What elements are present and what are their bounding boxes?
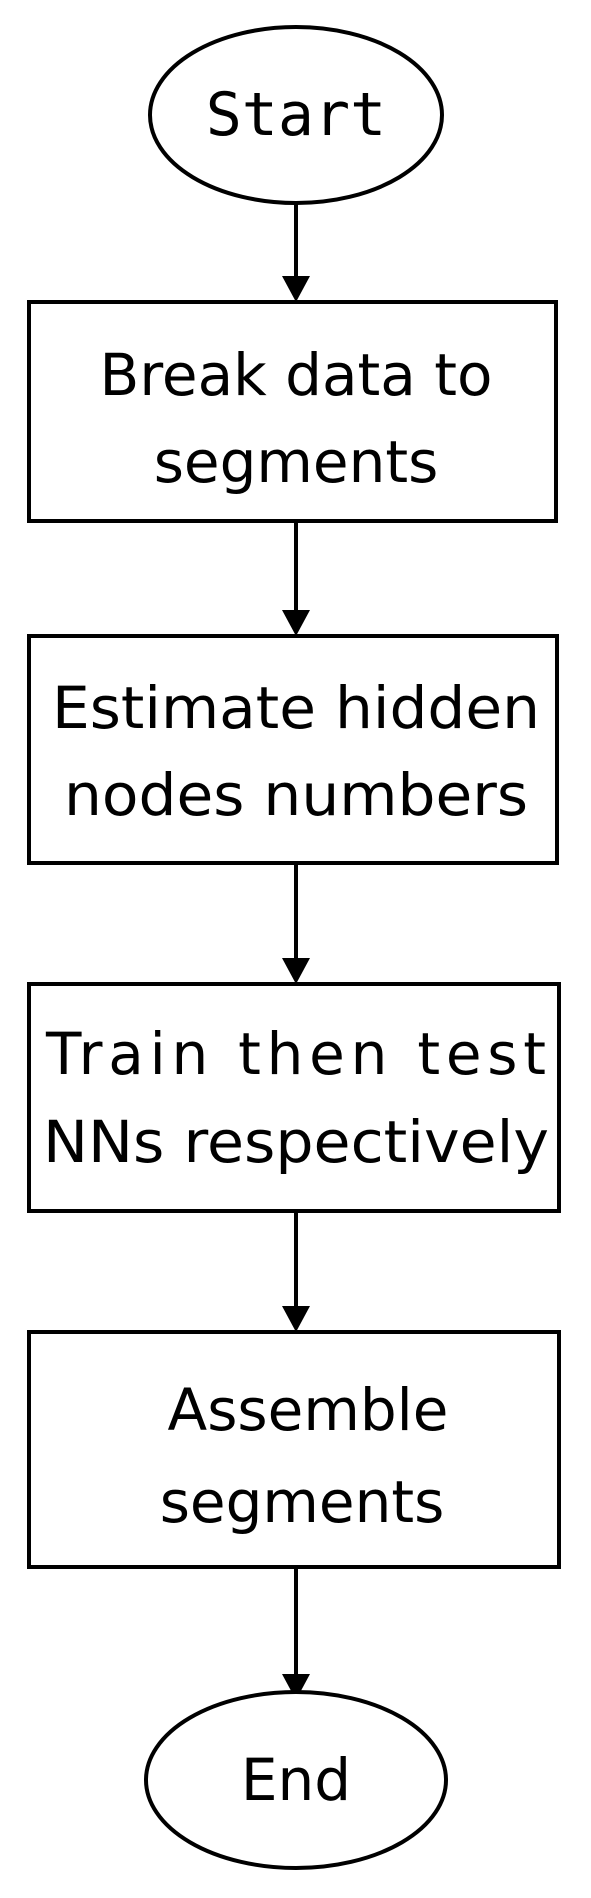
train-test-box	[27, 982, 561, 1213]
train-test-node: Train then test NNs respectively	[27, 982, 561, 1213]
estimate-hidden-nodes-node: Estimate hidden nodes numbers	[27, 634, 559, 865]
assemble-segments-box	[27, 1330, 561, 1569]
connector-start-to-break	[282, 204, 310, 302]
train-test-label-line-2: NNs respectively	[43, 1108, 549, 1176]
connector-train-to-assemble	[282, 1210, 310, 1332]
train-test-label-line-1: Train then test	[45, 1020, 546, 1088]
assemble-segments-label-line-2: segments	[160, 1468, 445, 1536]
break-data-label-line-2: segments	[154, 428, 439, 496]
assemble-segments-node: Assemble segments	[27, 1330, 561, 1569]
end-node: End	[144, 1690, 448, 1870]
connector-assemble-to-end	[282, 1568, 310, 1700]
end-label: End	[241, 1746, 351, 1814]
connector-estimate-to-train	[282, 863, 310, 984]
end-ellipse	[144, 1690, 448, 1870]
start-label: Start	[206, 80, 387, 150]
estimate-hidden-nodes-label-line-2: nodes numbers	[64, 761, 528, 829]
estimate-hidden-nodes-box	[27, 634, 559, 865]
break-data-box	[27, 300, 558, 523]
estimate-hidden-nodes-label-line-1: Estimate hidden	[52, 674, 540, 742]
start-node: Start	[148, 25, 444, 205]
break-data-node: Break data to segments	[27, 300, 558, 523]
start-ellipse	[148, 25, 444, 205]
assemble-segments-label-line-1: Assemble	[168, 1376, 449, 1444]
connector-break-to-estimate	[282, 522, 310, 636]
break-data-label-line-1: Break data to	[100, 341, 493, 409]
